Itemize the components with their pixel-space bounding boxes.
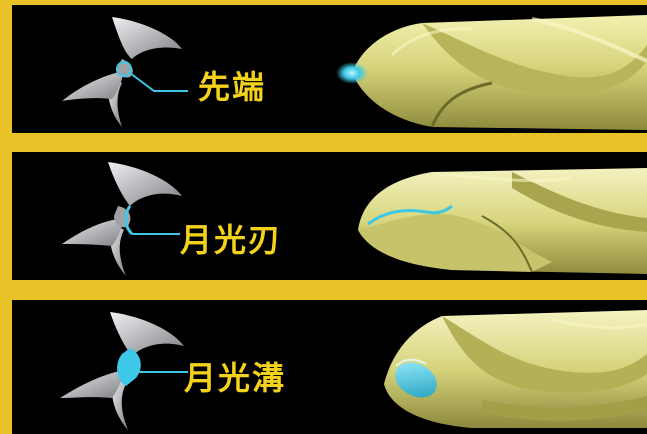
panel-moon-flute: 月光溝 [12, 300, 647, 434]
cross-section-edge-icon [62, 162, 182, 276]
panel-moon-edge: 月光刃 [12, 152, 647, 280]
label-moon-flute: 月光溝 [184, 359, 287, 397]
drill-illustration [62, 15, 647, 130]
cross-section-tip-icon [62, 17, 188, 127]
drill-illustration [62, 162, 647, 276]
label-tip: 先端 [198, 68, 267, 106]
panel-tip: 先端 [12, 5, 647, 133]
drill-flute-view [384, 310, 647, 428]
drill-illustration [60, 310, 647, 430]
label-moon-edge: 月光刃 [180, 221, 283, 259]
cross-section-flute-icon [60, 312, 188, 430]
drill-tip-view [336, 15, 647, 130]
drill-edge-view [358, 168, 647, 274]
